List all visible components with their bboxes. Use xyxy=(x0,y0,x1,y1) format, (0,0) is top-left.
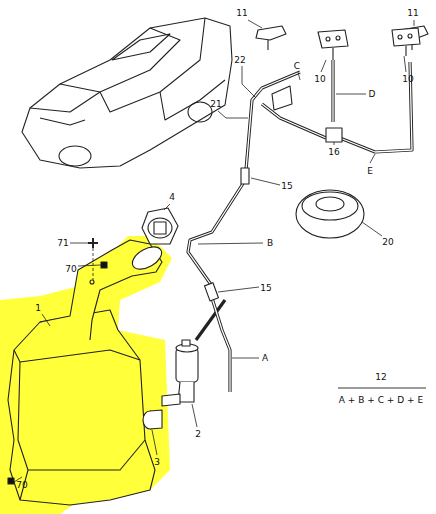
callout-number: 10 xyxy=(314,75,325,84)
car-sketch xyxy=(22,18,232,168)
pump xyxy=(162,340,198,406)
callout-number: 10 xyxy=(402,75,413,84)
fixing xyxy=(88,238,98,248)
callout-number: 3 xyxy=(154,458,160,467)
highlight xyxy=(0,236,172,514)
hose-letter: A xyxy=(262,354,268,363)
callout-number: 70 xyxy=(65,265,76,274)
level-sensor xyxy=(142,208,178,244)
hose-letter: B xyxy=(267,239,273,248)
callout-number: 11 xyxy=(236,9,247,18)
kit-formula: A + B + C + D + E xyxy=(339,396,423,405)
bracket xyxy=(272,86,292,110)
callout-number: 15 xyxy=(281,182,292,191)
rule-line xyxy=(338,388,426,389)
leader-line xyxy=(14,20,414,482)
pump-grommet xyxy=(143,410,162,429)
callout-number: 11 xyxy=(407,9,418,18)
hose xyxy=(188,60,412,392)
callout-number: 4 xyxy=(169,193,175,202)
callout-number: 22 xyxy=(234,56,245,65)
hose-letter: D xyxy=(369,90,376,99)
hose-letter: C xyxy=(294,62,300,71)
hose-letter: E xyxy=(367,167,373,176)
callout-number: 70 xyxy=(16,481,27,490)
connector xyxy=(241,168,249,184)
callout-number: 1 xyxy=(35,304,41,313)
washer-jet xyxy=(256,26,428,60)
callout-number: 12 xyxy=(375,373,386,382)
reservoir xyxy=(8,240,165,505)
callout-number: 71 xyxy=(57,239,68,248)
hose-inner xyxy=(188,60,412,392)
callout-number: 2 xyxy=(195,430,201,439)
screw xyxy=(8,478,14,484)
callout-number: 15 xyxy=(260,284,271,293)
grommet xyxy=(296,190,364,238)
screw xyxy=(101,262,107,268)
callout-number: 16 xyxy=(328,148,339,157)
callout-number: 21 xyxy=(210,100,221,109)
tee-connector xyxy=(326,128,342,142)
connector xyxy=(205,283,219,301)
callout-number: 20 xyxy=(382,238,393,247)
